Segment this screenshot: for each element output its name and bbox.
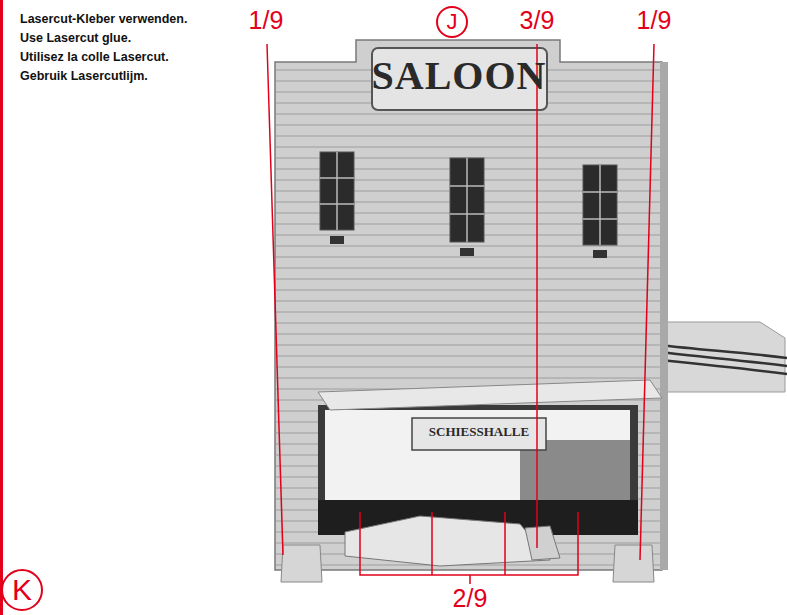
plank-line	[276, 301, 660, 302]
plank-line	[276, 345, 660, 346]
wires	[660, 345, 787, 374]
leader-line	[640, 44, 654, 560]
step-letter: K	[0, 575, 44, 605]
callout-number: 3/9	[520, 6, 555, 35]
counter-panel	[345, 516, 550, 566]
plank-line	[276, 246, 660, 247]
saloon-sign	[372, 48, 547, 110]
window	[450, 158, 484, 242]
schiesshalle-sign	[412, 418, 546, 450]
page-border	[0, 0, 3, 615]
part-3-9	[525, 526, 560, 560]
leader-line	[536, 44, 538, 548]
plank-line	[276, 378, 660, 379]
instruction-text: Use Lasercut glue.	[20, 31, 131, 45]
instruction-text: Lasercut-Kleber verwenden.	[20, 12, 187, 26]
plank-line	[276, 136, 660, 137]
plank-line	[276, 323, 660, 324]
plank-line	[276, 334, 660, 335]
callout-number: 2/9	[453, 584, 488, 613]
sign-text: SCHIESSHALLE	[429, 424, 529, 440]
instruction-text: Utilisez la colle Lasercut.	[20, 50, 169, 64]
post	[613, 545, 654, 582]
sign-text: SALOON	[372, 52, 547, 99]
post	[281, 545, 322, 582]
plank-line	[276, 279, 660, 280]
plank-line	[276, 312, 660, 313]
stall-back	[325, 410, 630, 500]
leader-line	[267, 44, 283, 555]
window	[583, 165, 617, 245]
plank-line	[276, 356, 660, 357]
instruction-text: Gebruik Lasercutlijm.	[20, 69, 148, 83]
bracket	[360, 512, 578, 584]
facade-edge	[660, 62, 668, 570]
plank-line	[276, 114, 660, 115]
stall-opening	[318, 405, 638, 535]
plank-line	[276, 268, 660, 269]
plank-line	[276, 125, 660, 126]
step-letter: J	[435, 11, 469, 33]
step-letter-circle: K	[0, 568, 44, 612]
step-letter-circle: J	[435, 5, 469, 39]
plank-line	[276, 290, 660, 291]
facade	[275, 40, 662, 570]
callout-number: 1/9	[637, 6, 672, 35]
plank-line	[276, 147, 660, 148]
window	[320, 152, 354, 230]
awning	[318, 380, 662, 410]
callout-number: 1/9	[249, 6, 284, 35]
plank-line	[276, 367, 660, 368]
